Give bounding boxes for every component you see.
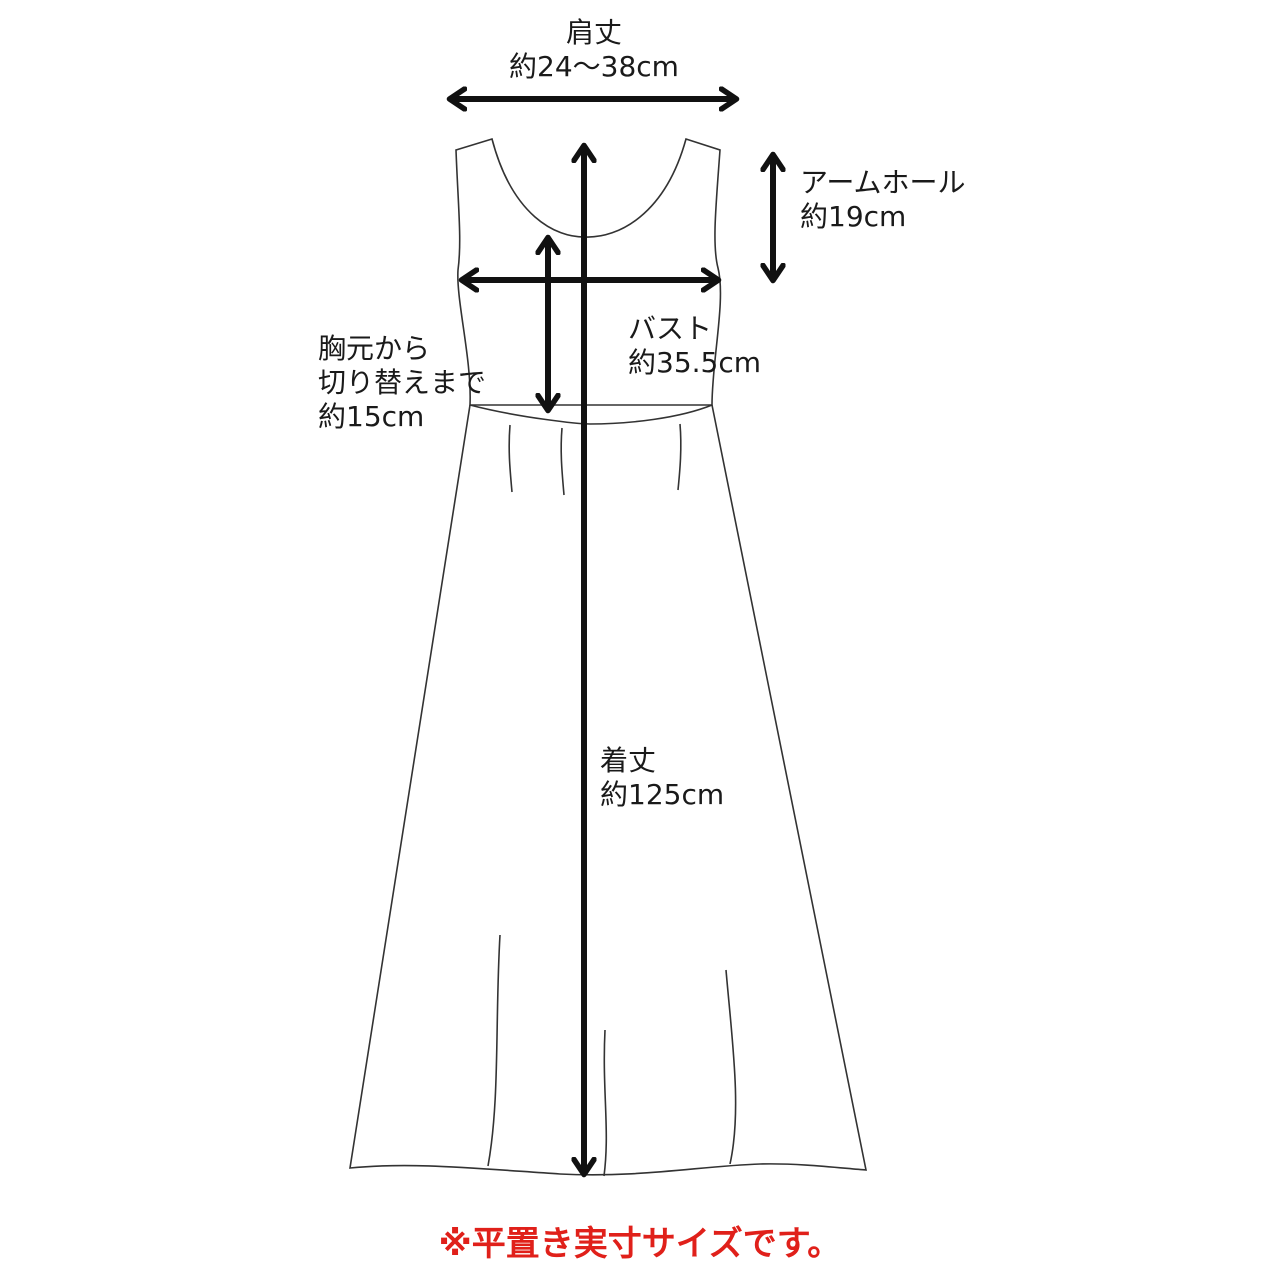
length-name: 着丈 xyxy=(600,744,657,777)
waist-seam xyxy=(469,404,713,425)
fold-line xyxy=(560,427,565,496)
length-value: 約125cm xyxy=(600,778,725,811)
fold-line xyxy=(725,969,737,1165)
fold-line xyxy=(677,423,682,491)
armhole-name: アームホール xyxy=(800,166,966,199)
bust-label: バスト 約35.5cm xyxy=(628,312,761,380)
shoulder-value: 約24～38cm xyxy=(509,50,679,83)
armhole-value: 約19cm xyxy=(800,200,907,233)
skirt-outline xyxy=(349,404,867,1176)
bust-name: バスト xyxy=(628,312,713,345)
bust-value: 約35.5cm xyxy=(628,346,762,379)
armhole-label: アームホール 約19cm xyxy=(800,166,965,234)
flat-measurement-note: ※平置き実寸サイズです。 xyxy=(438,1224,842,1264)
length-label: 着丈 約125cm xyxy=(600,744,724,812)
fold-line xyxy=(603,1029,608,1177)
fold-line xyxy=(508,424,513,493)
chest-to-waist-name-line2: 切り替えまで xyxy=(318,366,487,399)
shoulder-name: 肩丈 xyxy=(565,16,622,49)
dress-outline xyxy=(349,137,867,1177)
fold-line xyxy=(487,934,501,1167)
chest-to-waist-name-line1: 胸元から xyxy=(318,332,431,365)
chest-to-waist-value: 約15cm xyxy=(318,400,425,433)
chest-to-waist-label: 胸元から 切り替えまで 約15cm xyxy=(318,332,486,434)
shoulder-label: 肩丈 約24～38cm xyxy=(494,16,694,84)
